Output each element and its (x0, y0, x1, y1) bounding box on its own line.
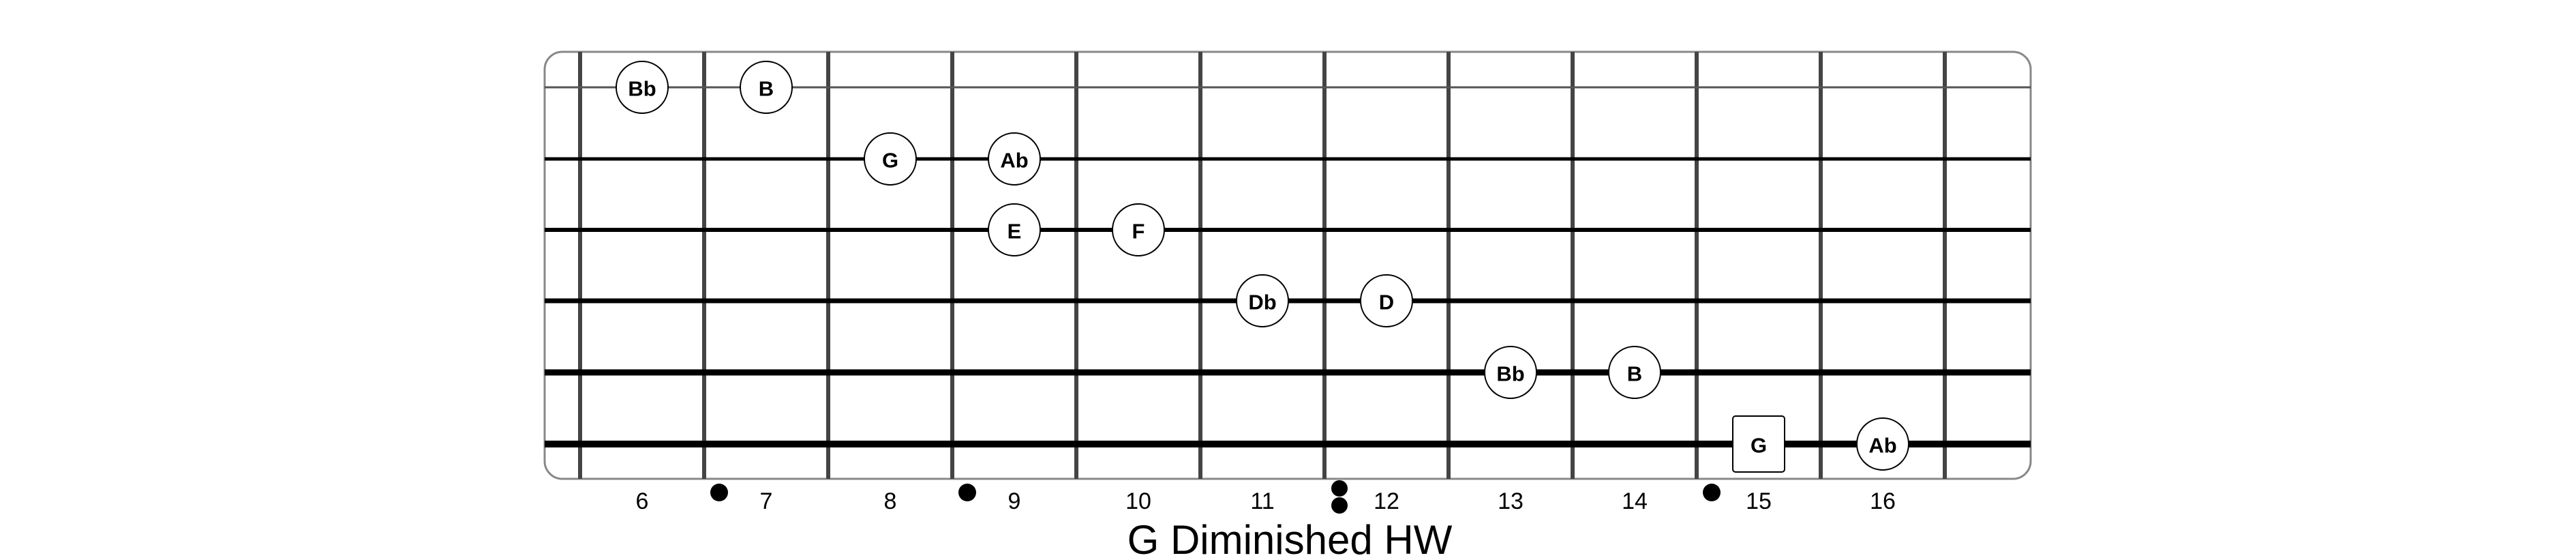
note-label: G (882, 149, 898, 173)
note-marker (1484, 346, 1537, 399)
note-label: Db (1248, 291, 1276, 314)
fret-number: 9 (1008, 488, 1021, 514)
note-label: Ab (1000, 149, 1028, 173)
note-marker (1236, 274, 1289, 327)
inlay-dot (710, 484, 728, 501)
fret-number: 11 (1250, 488, 1274, 514)
note-marker (1112, 203, 1165, 256)
note-label: Ab (1868, 434, 1896, 458)
note-label: G (1751, 434, 1767, 458)
fretboard-border (543, 50, 2032, 480)
fret-number: 12 (1374, 488, 1399, 514)
note-label: Bb (1496, 362, 1524, 386)
fret-number: 15 (1746, 488, 1772, 514)
fret-number: 10 (1125, 488, 1151, 514)
inlay-dot (958, 484, 976, 501)
note-marker (616, 61, 669, 114)
scale-title: G Diminished HW (1127, 517, 1453, 560)
note-marker (988, 132, 1041, 186)
root-note-marker (1732, 415, 1785, 473)
fret-number: 14 (1622, 488, 1648, 514)
note-label: Bb (628, 77, 656, 101)
fret-number: 13 (1498, 488, 1524, 514)
fret-number: 16 (1870, 488, 1896, 514)
note-marker (988, 203, 1041, 256)
note-marker (864, 132, 917, 186)
note-marker (1856, 417, 1909, 471)
note-marker (740, 61, 793, 114)
note-label: B (1627, 362, 1642, 386)
fret-number: 6 (636, 488, 649, 514)
note-marker (1360, 274, 1413, 327)
note-label: F (1132, 220, 1145, 244)
note-marker (1608, 346, 1661, 399)
note-label: B (759, 77, 774, 101)
note-label: E (1007, 220, 1022, 244)
fret-number: 8 (884, 488, 897, 514)
note-label: D (1379, 291, 1394, 314)
inlay-dot (1703, 484, 1721, 501)
inlay-dot (1331, 497, 1348, 514)
fret-number: 7 (760, 488, 773, 514)
inlay-dot (1331, 480, 1348, 497)
